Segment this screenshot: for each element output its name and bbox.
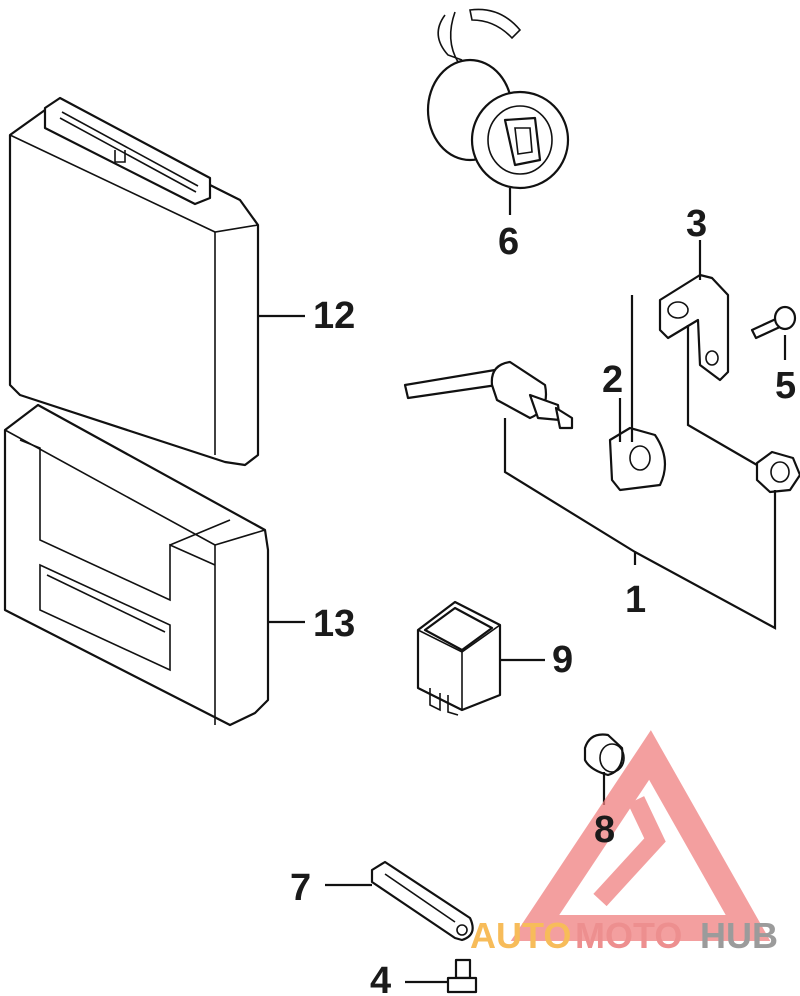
callout-1: 1 bbox=[625, 579, 646, 621]
callout-5: 5 bbox=[775, 365, 796, 407]
ecu-module-12 bbox=[8, 96, 260, 467]
callout-4: 4 bbox=[370, 960, 391, 996]
callout-6: 6 bbox=[498, 221, 519, 263]
watermark-text-hub: HUB bbox=[700, 915, 778, 956]
watermark-triangle bbox=[510, 730, 771, 941]
bracket-plate-3 bbox=[658, 273, 730, 382]
watermark-logo: AUTO MOTO HUB bbox=[470, 730, 778, 956]
callout-8: 8 bbox=[594, 809, 615, 851]
callout-12: 12 bbox=[313, 295, 355, 337]
callout-7: 7 bbox=[290, 867, 311, 909]
brake-switch-1 bbox=[403, 360, 574, 430]
nut bbox=[755, 450, 800, 494]
callout-9: 9 bbox=[552, 639, 573, 681]
callout-2: 2 bbox=[602, 359, 623, 401]
ignition-lock-6 bbox=[426, 8, 570, 190]
bolt-4 bbox=[446, 958, 478, 994]
ecu-bracket-13 bbox=[3, 403, 270, 727]
plug-8 bbox=[583, 733, 625, 777]
clip-2 bbox=[608, 426, 667, 492]
leader-lines bbox=[258, 188, 787, 984]
callout-3: 3 bbox=[686, 203, 707, 245]
relay-9 bbox=[416, 600, 502, 716]
callout-labels: 12 13 6 3 5 2 1 9 8 7 4 bbox=[290, 203, 796, 996]
strap-7 bbox=[370, 860, 474, 942]
watermark-text-moto: MOTO bbox=[575, 915, 682, 956]
callout-13: 13 bbox=[313, 603, 355, 645]
screw-5 bbox=[750, 305, 797, 340]
watermark-text-auto: AUTO bbox=[470, 915, 571, 956]
